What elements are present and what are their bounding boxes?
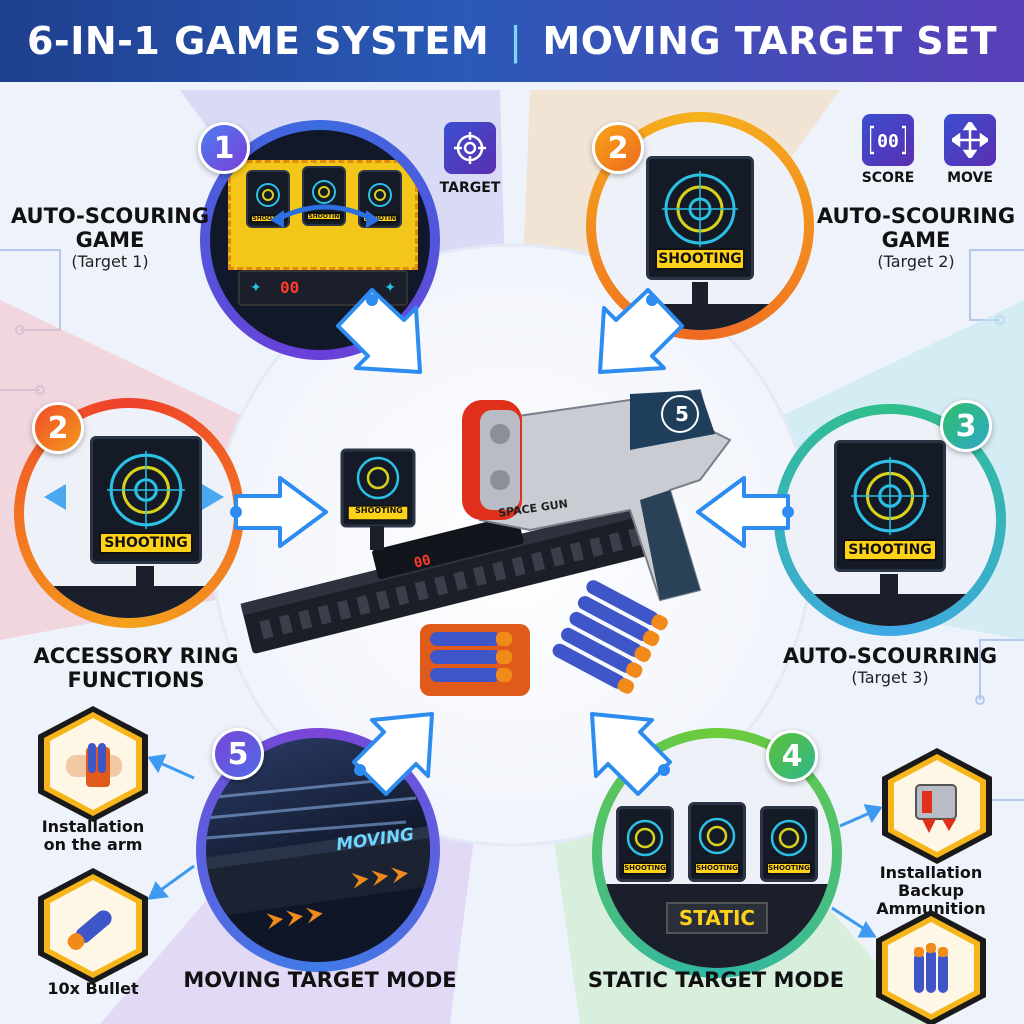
mode-2-top-subtitle: (Target 2): [877, 252, 955, 271]
mode-2-left-title-line2: FUNCTIONS: [67, 668, 205, 692]
header-title-left: 6-IN-1 GAME SYSTEM: [26, 19, 490, 63]
arrow-from-mode-1-icon: [336, 288, 422, 374]
mode-4-board-center-label: SHOOTING: [694, 861, 740, 875]
ammo-holder-icon: [915, 784, 957, 833]
mode-3-base: [784, 594, 996, 626]
mode-5-title-text: MOVING TARGET MODE: [183, 968, 457, 992]
arrow-from-mode-5-icon: [352, 712, 434, 796]
mode-3-title-line1: AUTO-SCOURRING: [782, 644, 998, 668]
mode-4-number-badge: 4: [766, 730, 818, 782]
move-icon-tile: [944, 114, 996, 166]
mode-2-top-title-line2: GAME: [881, 228, 951, 252]
mode-4-circle: SHOOTING SHOOTING SHOOTING STATIC: [592, 728, 842, 978]
arm-installation-line2: on the arm: [43, 835, 143, 854]
mode-3-board: SHOOTING: [834, 440, 946, 572]
mode-1-score-display: 00: [280, 278, 300, 297]
mode-2-left-board-label: SHOOTING: [99, 531, 193, 554]
page-header: 6-IN-1 GAME SYSTEM | MOVING TARGET SET: [0, 0, 1024, 82]
mode-1-title-line1: AUTO-SCOURING: [10, 204, 210, 228]
mode-1-subtitle: (Target 1): [71, 252, 149, 271]
mode-4-title: STATIC TARGET MODE: [576, 968, 856, 992]
arrow-from-mode-4-icon: [590, 712, 672, 796]
crosshair-icon: [454, 132, 486, 164]
mode-1-title-line2: GAME: [75, 228, 145, 252]
mode-2-top-circle: SHOOTING: [586, 112, 814, 340]
foam-dart-icon: [67, 910, 112, 950]
mode-1-board-center-label: SHOOTING: [306, 211, 345, 221]
target-icon-tile: [444, 122, 496, 174]
mode-2-top-title-line1: AUTO-SCOURING: [816, 204, 1016, 228]
mode-3-number-badge: 3: [940, 400, 992, 452]
mode-4-board-right: SHOOTING: [760, 806, 818, 882]
arm-installation-label: Installation on the arm: [20, 818, 166, 854]
mode-1-swap-arrows-icon: [270, 204, 380, 228]
score-icon-label: SCORE: [861, 170, 915, 186]
center-gun-badge: 5: [675, 402, 689, 426]
mode-4-board-center: SHOOTING: [688, 802, 746, 882]
mode-2-left-title-line1: ACCESSORY RING: [33, 644, 239, 668]
dart-bundle-icon: [914, 943, 948, 993]
mode-3-board-label: SHOOTING: [843, 539, 937, 562]
backup-ammo-line1: Installation: [879, 863, 983, 882]
arm-band-icon: [66, 743, 122, 787]
mode-4-title-text: STATIC TARGET MODE: [587, 968, 845, 992]
mode-4-static-label: STATIC: [666, 902, 768, 934]
mode-5-motion-scene: [206, 776, 430, 930]
mode-2-top-stand: [692, 282, 708, 306]
mode-1-number-badge: 1: [198, 122, 250, 174]
arrow-from-mode-3-icon: [696, 476, 790, 548]
mode-4-scene: SHOOTING SHOOTING SHOOTING STATIC: [602, 738, 832, 968]
mode-3-subtitle: (Target 3): [851, 668, 929, 687]
mode-4-board-left: SHOOTING: [616, 806, 674, 882]
mode-2-left-slide-arrows-icon: [44, 484, 224, 510]
move-arrows-icon: [952, 122, 988, 158]
move-icon-label: MOVE: [947, 170, 993, 186]
mode-2-left-stand: [136, 566, 154, 588]
center-product-illustration: [240, 388, 732, 696]
arrow-from-mode-2-top-icon: [598, 288, 684, 374]
mode-3-stand: [880, 574, 898, 596]
backup-ammo-label: Installation Backup Ammunition: [846, 864, 1016, 918]
mode-1-title: AUTO-SCOURING GAME (Target 1): [10, 204, 210, 272]
mode-4-board-left-label: SHOOTING: [622, 861, 668, 875]
header-title-right: MOVING TARGET SET: [542, 19, 998, 63]
mode-1-gear-icon-right: ✦: [384, 280, 396, 296]
mode-2-left-scene: SHOOTING: [24, 408, 234, 618]
target-icon-label: TARGET: [439, 180, 501, 196]
header-separator: |: [509, 19, 523, 63]
mode-1-board-right-label: SHOOTING: [362, 213, 401, 223]
mode-5-title: MOVING TARGET MODE: [180, 968, 460, 992]
mode-2-left-board: SHOOTING: [90, 436, 202, 564]
mode-2-top-board-label: SHOOTING: [655, 247, 745, 270]
mode-3-title: AUTO-SCOURRING (Target 3): [780, 644, 1000, 688]
score-icon-tile: 00: [862, 114, 914, 166]
mode-4-board-right-label: SHOOTING: [766, 861, 812, 875]
mode-2-left-number-badge: 2: [32, 402, 84, 454]
arm-installation-line1: Installation: [41, 817, 145, 836]
arm-installation-hex: [38, 706, 148, 822]
mode-1-gear-icon: ✦: [250, 280, 262, 296]
mode-2-top-scene: SHOOTING: [596, 122, 804, 330]
mode-2-top-board: SHOOTING: [646, 156, 754, 280]
score-icon-text: 00: [877, 131, 899, 152]
mode-2-top-title: AUTO-SCOURING GAME (Target 2): [806, 204, 1024, 272]
bullet-label: 10x Bullet: [47, 979, 139, 998]
backup-ammo-line2: Backup Ammunition: [876, 881, 986, 918]
mode-2-top-number-badge: 2: [592, 122, 644, 174]
mode-5-number-badge: 5: [212, 728, 264, 780]
mode-2-left-base: [24, 586, 234, 618]
center-board-label: SHOOTING: [355, 506, 403, 515]
mode-1-board-center: SHOOTING: [302, 166, 346, 226]
score-display-icon: 00: [870, 125, 906, 155]
arrow-from-mode-2-left-icon: [234, 476, 328, 548]
mode-2-left-title: ACCESSORY RING FUNCTIONS: [26, 644, 246, 692]
